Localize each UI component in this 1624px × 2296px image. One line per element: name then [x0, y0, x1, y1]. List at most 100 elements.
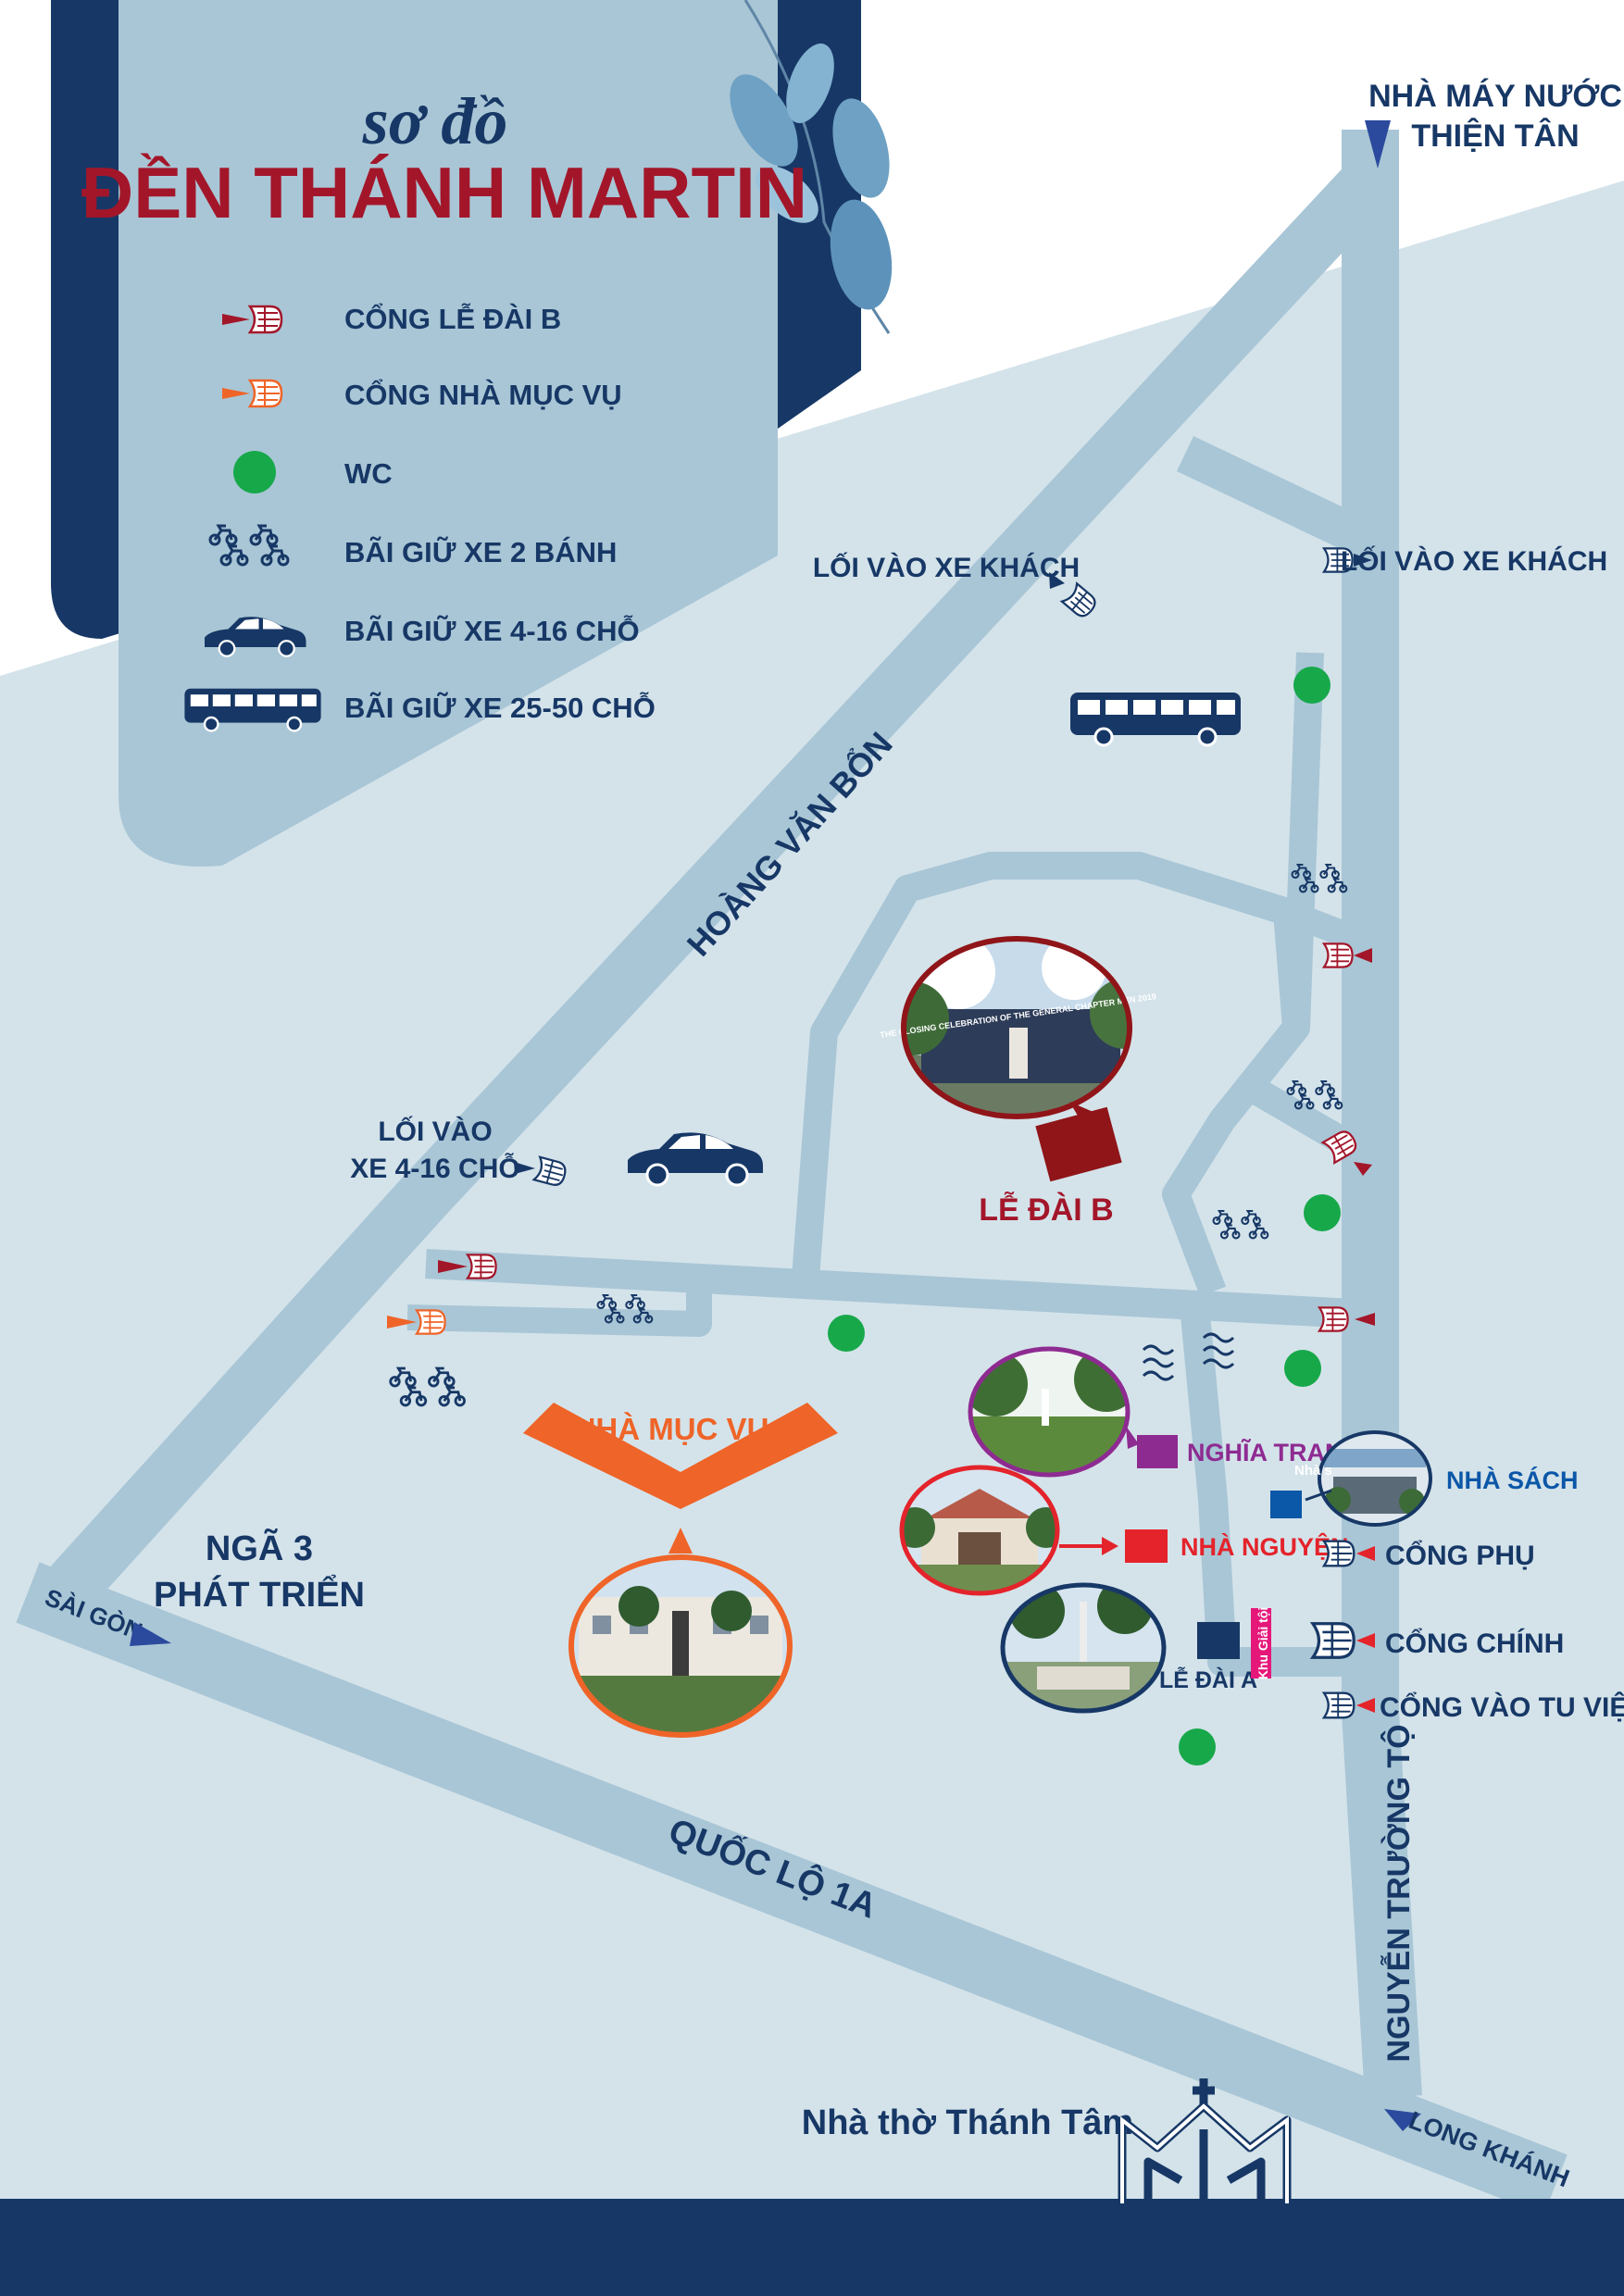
gate-label: CỔNG CHÍNH — [1385, 1628, 1564, 1659]
legend-label: BÃI GIỮ XE 2 BÁNH — [344, 535, 617, 568]
gate-le-dai-b-icon — [1322, 942, 1354, 968]
nha-sach-label: NHÀ SÁCH — [1446, 1466, 1579, 1494]
gate-cong-phu: CỔNG PHỤ — [1322, 1540, 1535, 1571]
photo-pointer — [668, 1528, 693, 1554]
photo-frame — [1318, 1430, 1432, 1527]
khu-giai-toi-marker — [1251, 1608, 1271, 1678]
direction-arrow-icon — [1365, 120, 1391, 168]
arrow-icon — [222, 388, 250, 399]
arrow-icon — [1354, 948, 1372, 963]
road-network — [16, 130, 1568, 2215]
gate-icon — [1311, 1622, 1355, 1659]
arrow-icon — [438, 1260, 468, 1273]
legend-item-cong-le-dai-b: CỔNG LỄ ĐÀI B — [222, 302, 561, 335]
nha-sach-marker — [1270, 1491, 1302, 1518]
arrow-icon — [1354, 554, 1372, 567]
destination-label: NGÃ 3 — [206, 1528, 313, 1568]
place-nha-muc-vu: NHÀ MỤC VỤ — [523, 1403, 838, 1738]
entrance-label: XE 4-16 CHỖ — [350, 1153, 519, 1184]
road-inner-loop — [792, 852, 1310, 1297]
le-dai-a-label: LỄ ĐÀI A — [1159, 1666, 1257, 1693]
road-cross-street — [425, 1249, 1371, 1329]
road-inner-east — [1281, 899, 1376, 957]
legend-list: CỔNG LỄ ĐÀI B CỔNG NHÀ MỤC VỤ WC BÃI GIỮ… — [183, 302, 656, 732]
gate-icon — [1322, 1691, 1355, 1719]
khu-giai-toi-label: Khu Giải tội — [1255, 1607, 1270, 1680]
road-nguyen-truong-to — [1342, 130, 1422, 2099]
entrance-label: LỐI VÀO — [378, 1116, 492, 1147]
footer-band — [0, 2199, 1624, 2296]
nha-sach-small-label: Nhà s — [1294, 1463, 1332, 1479]
entrance-bus-left: LỐI VÀO XE KHÁCH — [813, 552, 1100, 621]
arrow-icon — [222, 314, 250, 325]
nghia-trang-marker — [1137, 1435, 1178, 1468]
gate-nha-muc-vu-icon — [415, 1309, 446, 1335]
gate-le-dai-b-icon — [248, 305, 283, 334]
road-north-link — [1176, 436, 1380, 559]
road-label-nguyen-truong-to: NGUYỄN TRƯỜNG TỘ — [1380, 1724, 1417, 2062]
gate-le-dai-b-icon — [466, 1254, 497, 1279]
entrance-label: LỐI VÀO XE KHÁCH — [813, 552, 1080, 583]
legend-label: CỔNG LỄ ĐÀI B — [344, 302, 561, 335]
gate-cong-tu-vien: CỔNG VÀO TU VIỆN — [1322, 1691, 1624, 1723]
place-nha-sach: Nhà s NHÀ SÁCH — [1270, 1430, 1579, 1527]
wc-dot-icon — [1284, 1350, 1321, 1387]
arrow-icon — [1102, 1537, 1118, 1555]
photo-pointer — [1305, 1489, 1332, 1502]
gate-label: CỔNG VÀO TU VIỆN — [1380, 1691, 1624, 1723]
road-quoc-lo-1a — [16, 1562, 1568, 2215]
arrow-icon — [1355, 1313, 1375, 1326]
wc-dot-icon — [1293, 667, 1330, 704]
arrow-icon — [387, 1316, 417, 1329]
destination-label: THIỆN TÂN — [1411, 119, 1579, 154]
gate-label: CỔNG PHỤ — [1385, 1540, 1535, 1571]
entrance-car: LỐI VÀO XE 4-16 CHỖ — [350, 1116, 568, 1189]
arrow-icon — [1354, 1162, 1372, 1176]
church-crown-overlay — [1120, 2103, 1289, 2203]
water-icon — [1142, 1332, 1235, 1381]
entrance-bus-right: LỐI VÀO XE KHÁCH — [1322, 545, 1607, 577]
le-dai-b-marker — [1035, 1106, 1122, 1182]
arrow-icon — [1356, 1546, 1375, 1561]
legend-label: CỔNG NHÀ MỤC VỤ — [344, 378, 622, 411]
wc-dot-icon — [1304, 1194, 1341, 1231]
wc-dot-icon — [233, 451, 276, 493]
place-le-dai-b: THE CLOSING CELEBRATION OF THE GENERAL C… — [880, 936, 1156, 1228]
nha-nguyen-label: NHÀ NGUYỆN — [1181, 1532, 1349, 1561]
nha-muc-vu-building — [523, 1403, 838, 1509]
legend-label: BÃI GIỮ XE 25-50 CHỖ — [344, 691, 656, 724]
gate-nha-muc-vu-icon — [248, 379, 283, 408]
entrance-label: LỐI VÀO XE KHÁCH — [1341, 545, 1607, 577]
arrow-icon — [514, 1162, 535, 1174]
road-cross-lower — [406, 1292, 712, 1337]
destination-nha-may-nuoc: NHÀ MÁY NƯỚC THIỆN TÂN — [1365, 79, 1622, 168]
photo-frame — [899, 1465, 1060, 1596]
title-so-do: sơ đồ — [362, 84, 508, 158]
gate-icon — [1322, 1540, 1355, 1567]
destination-nga-3-phat-trien: NGÃ 3 PHÁT TRIỂN — [154, 1528, 365, 1615]
photo-frame — [968, 1346, 1131, 1478]
photo-frame — [568, 1554, 793, 1738]
photo-frame — [1000, 1582, 1167, 1714]
place-nha-nguyen: NHÀ NGUYỆN — [899, 1465, 1349, 1596]
nha-nguyen-marker — [1125, 1529, 1168, 1563]
leaves-decoration — [730, 0, 893, 334]
arrow-icon — [1049, 572, 1065, 589]
direction-arrow-icon — [1384, 2109, 1421, 2131]
road-inner-north — [1282, 652, 1324, 1029]
destination-label: PHÁT TRIỂN — [154, 1573, 365, 1615]
gate-le-dai-b-icon — [1318, 1306, 1349, 1332]
photo-frame — [901, 936, 1132, 1119]
road-inner-south — [1180, 1304, 1370, 1677]
gate-cong-chinh: CỔNG CHÍNH — [1311, 1622, 1564, 1659]
arrow-icon — [1356, 1698, 1375, 1713]
wc-dot-icon — [1179, 1728, 1216, 1766]
legend-item-wc: WC — [233, 451, 393, 493]
destination-label: NHÀ MÁY NƯỚC — [1368, 79, 1622, 114]
legend-label: BÃI GIỮ XE 4-16 CHỖ — [344, 614, 640, 647]
legend-label: WC — [344, 457, 393, 490]
title-den-thanh-martin: ĐỀN THÁNH MARTIN — [81, 152, 807, 233]
legend-item-cong-nha-muc-vu: CỔNG NHÀ MỤC VỤ — [222, 378, 622, 411]
legend-item-bai-giu-xe-2-banh: BÃI GIỮ XE 2 BÁNH — [210, 526, 617, 568]
